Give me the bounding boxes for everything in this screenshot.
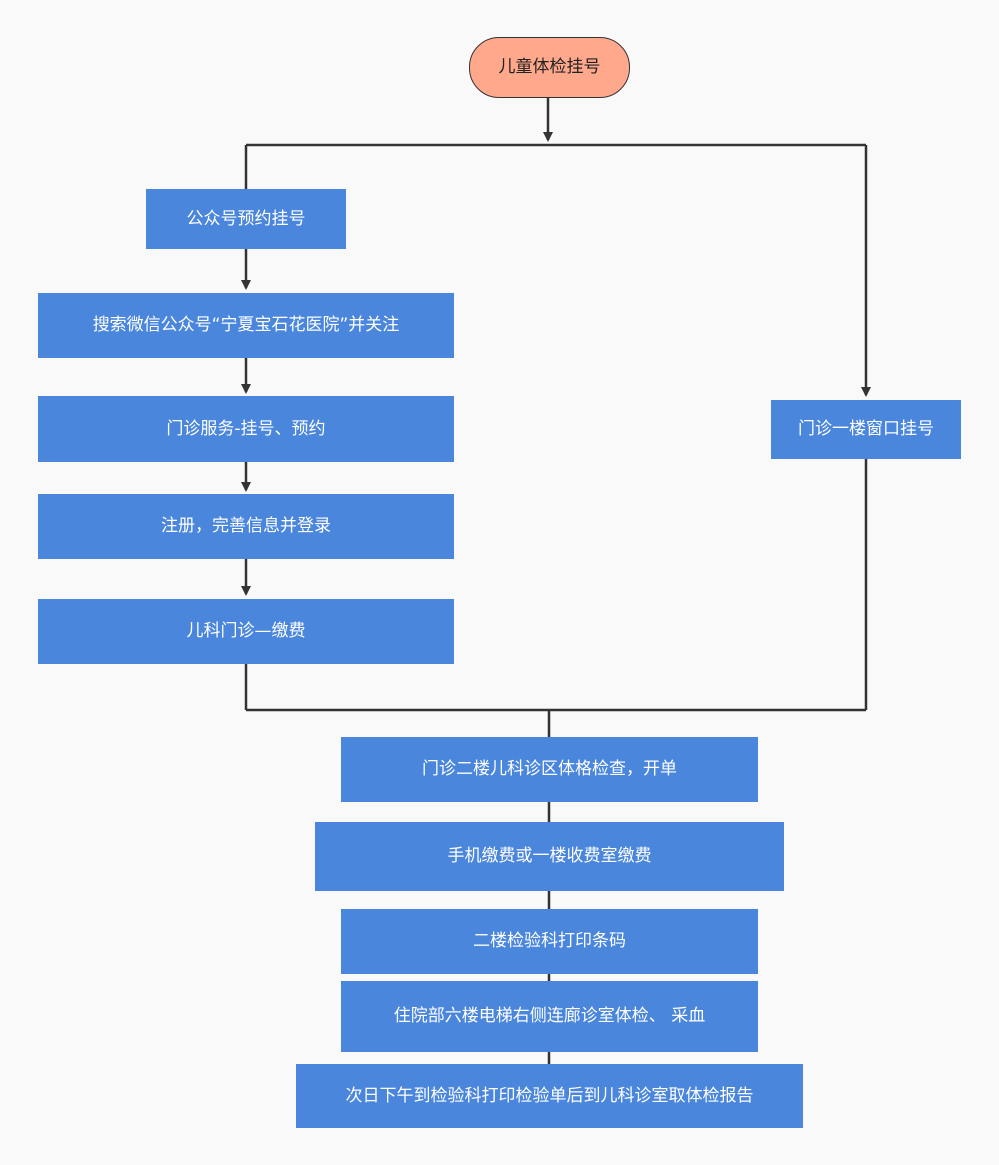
step-register-login: 注册，完善信息并登录 <box>38 494 454 559</box>
start-node: 儿童体检挂号 <box>469 37 630 98</box>
step-collect-report: 次日下午到检验科打印检验单后到儿科诊室取体检报告 <box>296 1064 803 1128</box>
step-label: 儿科门诊—缴费 <box>186 621 306 642</box>
step-blood-draw: 住院部六楼电梯右侧连廊诊室体检、 采血 <box>341 981 758 1052</box>
step-wechat-booking: 公众号预约挂号 <box>146 189 346 249</box>
step-label: 次日下午到检验科打印检验单后到儿科诊室取体检报告 <box>345 1085 754 1106</box>
step-label: 注册，完善信息并登录 <box>161 516 331 537</box>
step-label: 门诊服务-挂号、预约 <box>166 418 326 439</box>
step-window-registration: 门诊一楼窗口挂号 <box>771 400 961 459</box>
step-search-account: 搜索微信公众号“宁夏宝石花医院”并关注 <box>38 293 454 358</box>
step-label: 公众号预约挂号 <box>186 208 306 229</box>
step-label: 门诊一楼窗口挂号 <box>798 419 934 440</box>
step-label: 门诊二楼儿科诊区体格检查，开单 <box>422 759 677 780</box>
step-label: 二楼检验科打印条码 <box>473 931 626 952</box>
step-label: 搜索微信公众号“宁夏宝石花医院”并关注 <box>92 315 400 336</box>
step-exam-payment: 手机缴费或一楼收费室缴费 <box>315 822 784 891</box>
step-outpatient-service: 门诊服务-挂号、预约 <box>38 396 454 462</box>
start-label: 儿童体检挂号 <box>498 57 601 78</box>
step-label: 住院部六楼电梯右侧连廊诊室体检、 采血 <box>393 1006 706 1027</box>
step-print-barcode: 二楼检验科打印条码 <box>341 909 758 974</box>
step-label: 手机缴费或一楼收费室缴费 <box>447 846 652 867</box>
step-physical-exam: 门诊二楼儿科诊区体格检查，开单 <box>341 737 758 802</box>
step-pediatric-payment: 儿科门诊—缴费 <box>38 599 454 664</box>
